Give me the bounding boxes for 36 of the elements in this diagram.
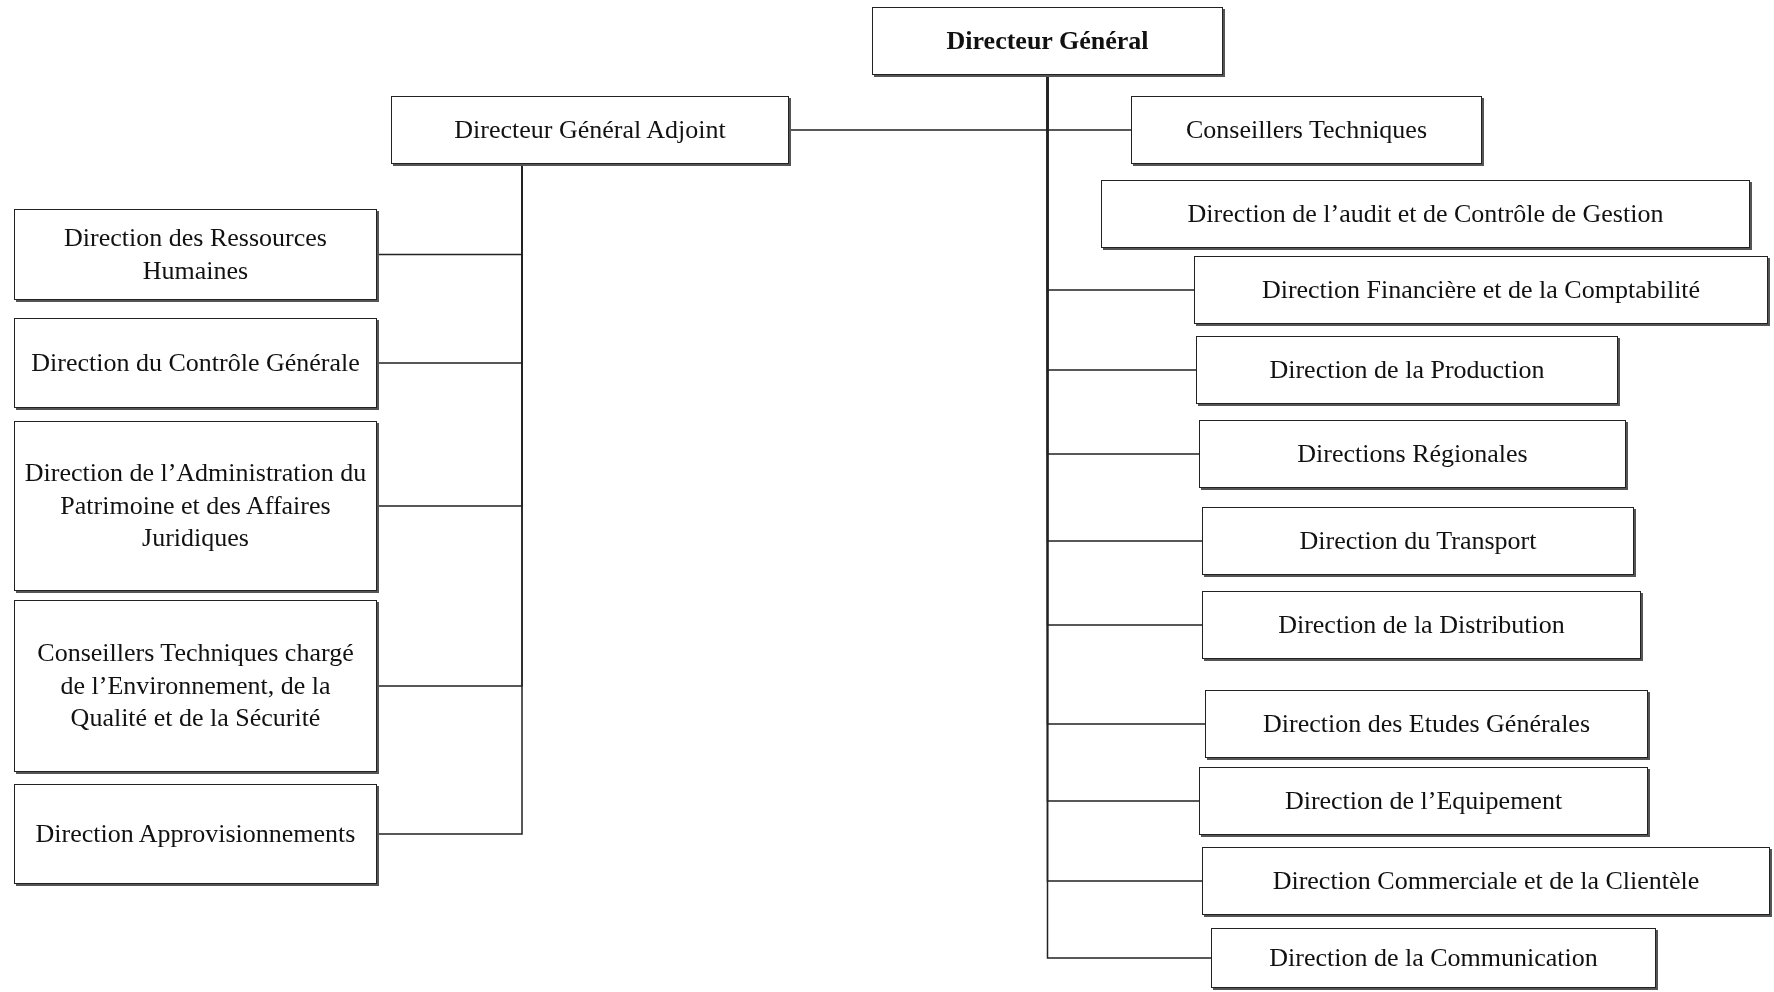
department-box [14, 209, 377, 300]
box-label: Direction de l’audit et de Contrôle de Gestion [1187, 197, 1664, 230]
box-label: Direction du Transport [1299, 524, 1537, 557]
department-box [1196, 336, 1618, 404]
department-box [14, 784, 377, 884]
box-label: Direction des Ressources Humaines [63, 222, 328, 287]
box-label: Direction des Etudes Générales [1262, 707, 1590, 740]
department-box [14, 600, 377, 772]
box-label: Direction de la Distribution [1278, 608, 1565, 641]
box-label: Direction Commerciale et de la Clientèle [1272, 864, 1700, 897]
box-label: Directions Régionales [1297, 437, 1528, 470]
box-label: Direction Approvisionnements [35, 817, 356, 850]
department-box [1131, 96, 1482, 164]
box-label: Direction de la Communication [1269, 941, 1598, 974]
department-box [1205, 690, 1648, 758]
director-box [872, 7, 1223, 75]
box-label: Direction de la Production [1269, 353, 1545, 386]
department-box [14, 318, 377, 408]
box-label: Conseillers Techniques [1185, 113, 1427, 146]
department-box [14, 421, 377, 591]
box-label: Directeur Général [946, 24, 1149, 57]
department-box [1202, 507, 1634, 575]
box-label: Direction de l’Equipement [1284, 784, 1563, 817]
box-label: Conseillers Techniques chargé de l’Environnement, de la Qualité et de la Sécurité [36, 637, 355, 735]
department-box [1194, 256, 1768, 324]
department-box [1202, 847, 1770, 915]
box-label: Direction de l’Administration du Patrimoine et des Affaires Juridiques [23, 457, 368, 555]
department-box [391, 96, 789, 164]
department-box [1211, 928, 1656, 988]
box-label: Directeur Général Adjoint [454, 113, 726, 146]
box-label: Direction Financière et de la Comptabilité [1261, 273, 1701, 306]
department-box [1199, 420, 1626, 488]
department-box [1202, 591, 1641, 659]
department-box [1199, 767, 1648, 835]
box-label: Direction du Contrôle Générale [31, 346, 360, 379]
department-box [1101, 180, 1750, 248]
